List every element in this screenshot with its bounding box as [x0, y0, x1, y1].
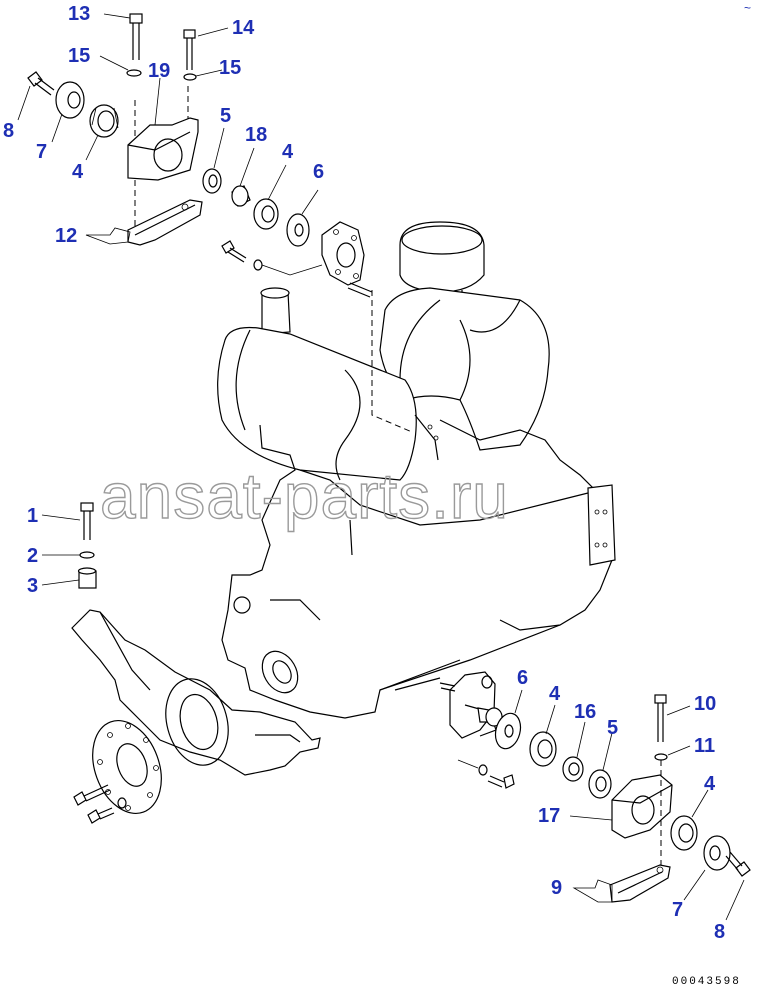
spacer-3	[77, 567, 97, 589]
rear-support-bracket	[71, 609, 321, 776]
watermark-text: ansat-parts.ru	[100, 460, 509, 532]
washer-7-upper	[55, 81, 85, 119]
seal-5-upper	[202, 168, 222, 194]
leader-lines	[17, 13, 745, 921]
callout-5-lower: 5	[607, 717, 618, 739]
callout-6-lower: 6	[517, 667, 528, 689]
bushing-4-lower	[529, 731, 557, 767]
flange-bolts	[73, 784, 127, 824]
callout-16: 16	[574, 701, 596, 723]
washer-7-lower	[703, 835, 731, 871]
collar-16	[562, 756, 584, 782]
muffler	[217, 287, 417, 481]
washer-2	[79, 551, 95, 559]
callout-18: 18	[245, 124, 267, 146]
callout-9: 9	[551, 877, 562, 899]
bracket-17	[611, 774, 673, 839]
washer-15-left	[126, 69, 142, 77]
callout-7-lower: 7	[672, 899, 683, 921]
callout-13: 13	[68, 3, 90, 25]
front-mount-plate	[321, 221, 373, 298]
callout-1: 1	[27, 505, 38, 527]
callout-4-lower-b: 4	[704, 773, 716, 795]
bushing-4-upper	[89, 104, 119, 138]
rear-mount-plate	[439, 671, 503, 739]
bushing-4-lower-b	[670, 815, 698, 851]
bolt-13	[129, 13, 143, 60]
bracket-19	[127, 117, 199, 181]
washer-15-right	[183, 73, 197, 81]
callout-5-upper: 5	[220, 105, 231, 127]
lower-right-mount-group	[394, 671, 751, 903]
callout-17: 17	[538, 805, 560, 827]
callout-10: 10	[694, 693, 716, 715]
bolt-14	[183, 29, 196, 70]
bolt-10	[654, 694, 667, 742]
washer-11	[654, 753, 668, 761]
seal-5-lower	[588, 769, 612, 799]
callout-15-left: 15	[68, 45, 90, 67]
callout-3: 3	[27, 575, 38, 597]
figure-number: 00043598	[672, 976, 741, 988]
corner-mark: ~	[744, 1, 751, 15]
callout-19: 19	[148, 60, 170, 82]
collar-18	[231, 185, 251, 207]
bolt-1	[80, 502, 94, 540]
callout-12: 12	[55, 225, 77, 247]
callout-6-upper: 6	[313, 161, 324, 183]
washer-6-upper	[286, 213, 310, 247]
small-bolt-upper	[221, 240, 323, 276]
callout-labels: 13 14 15 19 15 8 7 4 5 18 4 6 12 1 2 3 6…	[3, 3, 725, 943]
air-cleaner-body	[379, 287, 550, 451]
callout-11: 11	[694, 735, 715, 757]
callout-8-upper: 8	[3, 120, 14, 142]
plate-12	[127, 199, 203, 246]
engine-flange	[261, 650, 299, 694]
callout-7-upper: 7	[36, 141, 47, 163]
small-bolt-lower	[457, 759, 515, 789]
engine-block	[221, 414, 616, 719]
lower-left-mount-group	[71, 502, 321, 824]
callout-14: 14	[232, 17, 255, 39]
callout-4-lower: 4	[549, 683, 561, 705]
callout-4-upper: 4	[72, 161, 84, 183]
bolt-8-lower	[725, 851, 751, 877]
callout-15-right: 15	[219, 57, 241, 79]
bushing-4-upper-b	[253, 198, 279, 230]
callout-2: 2	[27, 545, 38, 567]
washer-6-lower	[494, 712, 522, 750]
callout-4-upper-b: 4	[282, 141, 294, 163]
bolt-8-upper	[27, 71, 55, 96]
upper-left-mount-group	[27, 13, 373, 298]
engine-assembly	[134, 86, 616, 719]
plate-9	[609, 864, 671, 903]
callout-8-lower: 8	[714, 921, 725, 943]
